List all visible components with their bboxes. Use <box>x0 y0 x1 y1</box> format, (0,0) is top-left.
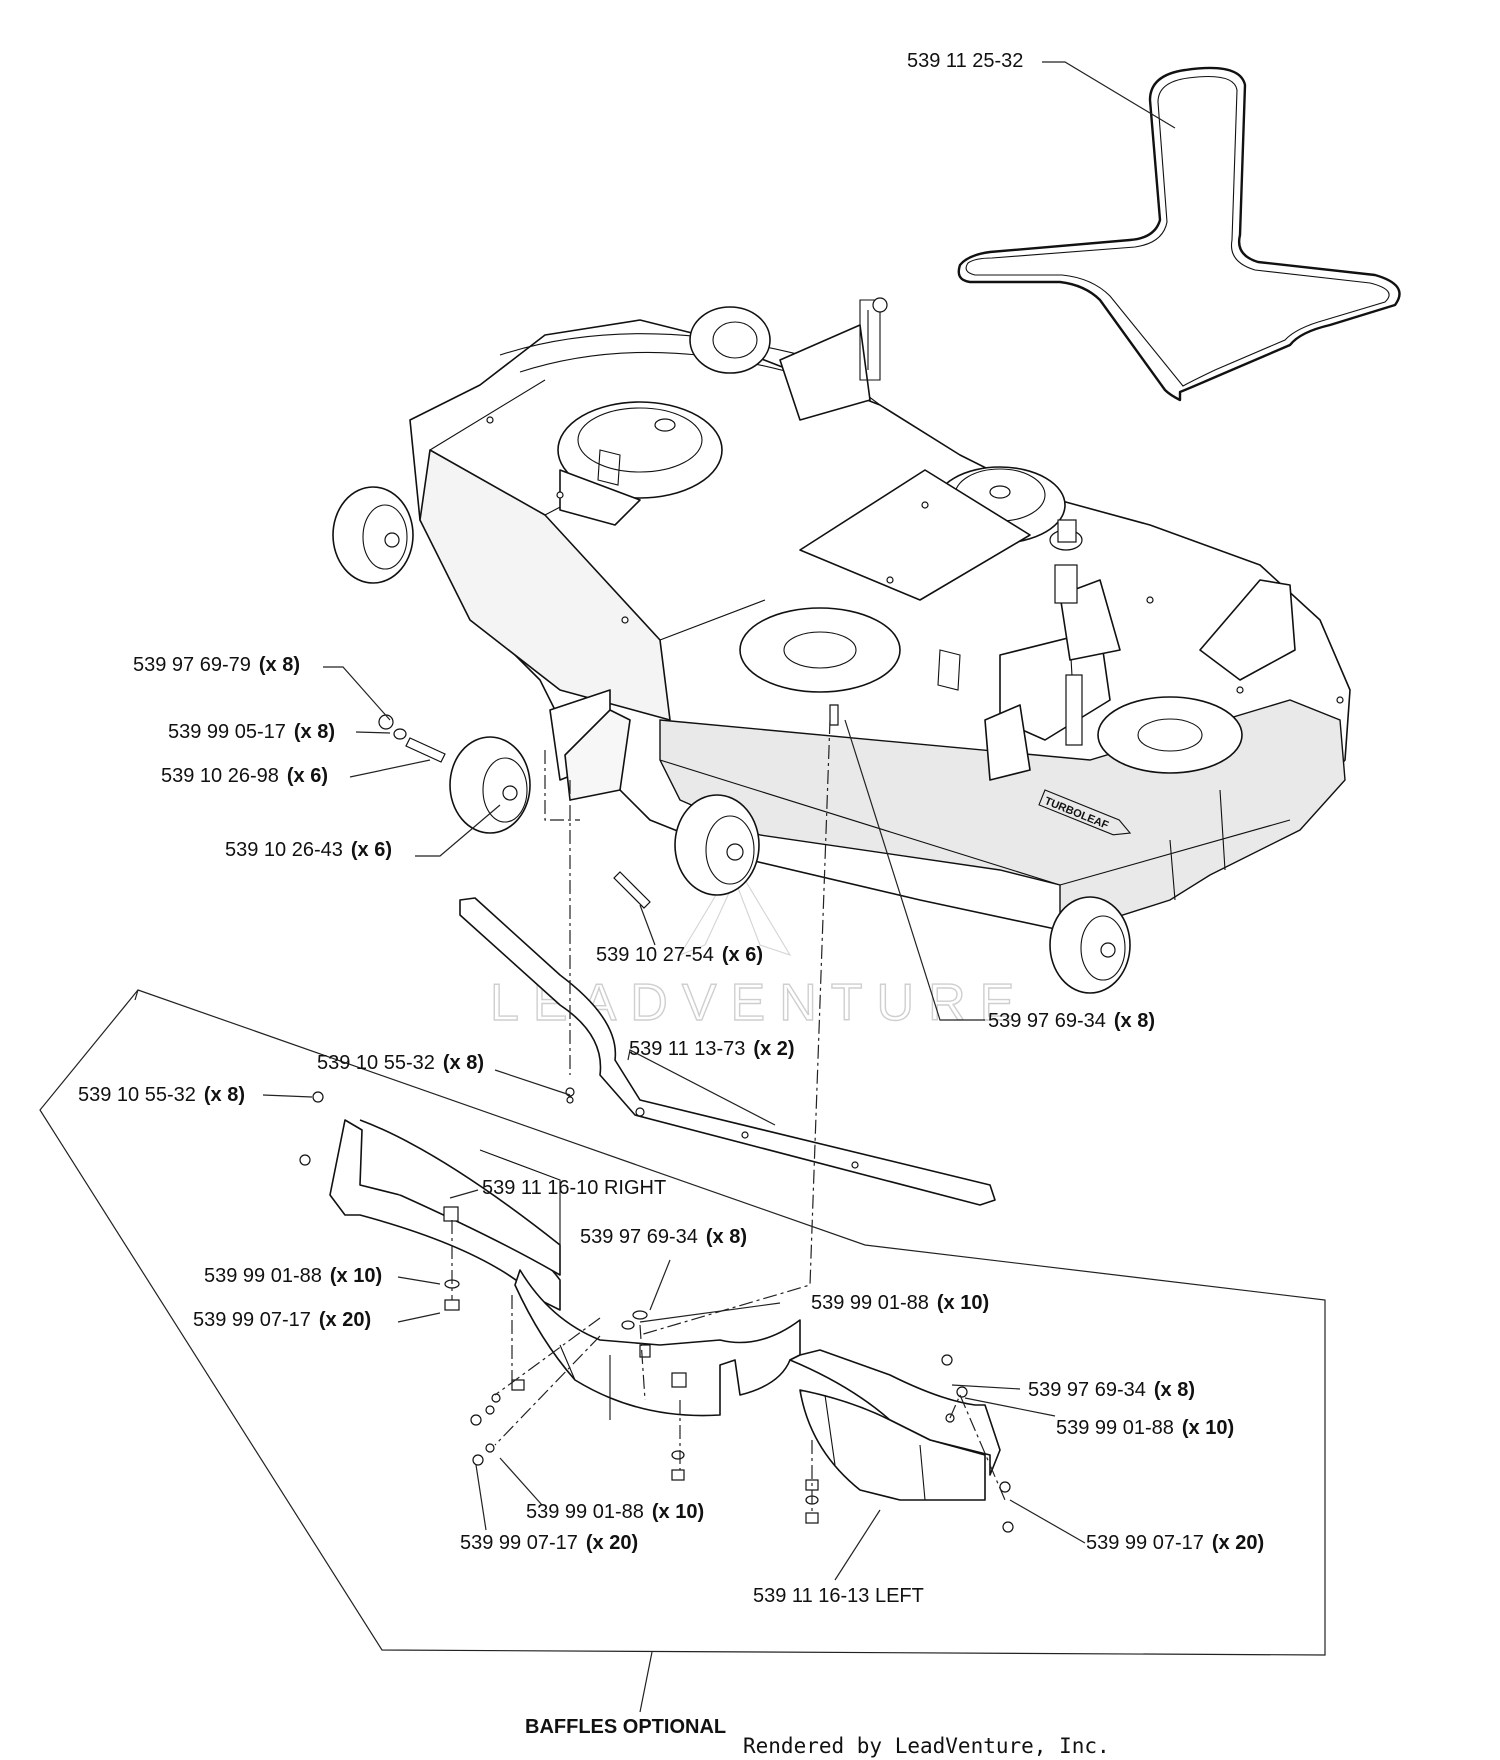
wheel-front-mid <box>674 794 760 896</box>
callout-belt: 539 11 25-32 <box>907 50 1023 72</box>
callout-baffle-right: 539 11 16-10 RIGHT <box>482 1177 666 1199</box>
wheel-bracket <box>564 709 631 801</box>
callout-locknut-bottom: 539 99 07-17(x 20) <box>460 1532 638 1554</box>
deck-bolt-icon <box>829 704 839 726</box>
rendered-by: Rendered by LeadVenture, Inc. <box>743 1734 1110 1758</box>
spacer-icon <box>405 737 446 763</box>
wheel-rear-left <box>332 486 414 584</box>
callout-gauge-wheel: 539 10 26-43(x 6) <box>225 839 392 861</box>
callout-baffle-left: 539 11 16-13 LEFT <box>753 1585 924 1607</box>
callout-bolt-right: 539 10 55-32(x 8) <box>78 1084 245 1106</box>
baffle-middle-part <box>470 1269 801 1481</box>
callout-axle-spacer: 539 10 26-98(x 6) <box>161 765 328 787</box>
callout-washer-front: 539 99 05-17(x 8) <box>168 721 335 743</box>
callout-washer-mid: 539 99 01-88(x 10) <box>811 1292 989 1314</box>
wheel-rear-right <box>689 306 771 374</box>
callout-nut-mid: 539 97 69-34(x 8) <box>580 1226 747 1248</box>
leader-lines <box>262 61 1176 1713</box>
callout-washer-right: 539 99 01-88(x 10) <box>204 1265 382 1287</box>
gauge-wheels <box>332 306 1131 994</box>
mower-deck: TURBOLEAF <box>409 297 1351 936</box>
drive-belt <box>957 66 1401 402</box>
callout-locknut-left: 539 99 07-17(x 20) <box>1086 1532 1264 1554</box>
callout-labels: 539 11 25-32 539 97 69-79(x 8) 539 99 05… <box>78 50 1264 1607</box>
callout-nut-left: 539 97 69-34(x 8) <box>1028 1379 1195 1401</box>
callout-locknut-right: 539 99 07-17(x 20) <box>193 1309 371 1331</box>
baffle-left-part <box>789 1349 1014 1533</box>
callout-washer-left: 539 99 01-88(x 10) <box>1056 1417 1234 1439</box>
bolt-icon <box>613 871 651 909</box>
callout-deck-nut: 539 97 69-34(x 8) <box>988 1010 1155 1032</box>
callout-baffle-strip: 539 11 13-73(x 2) <box>629 1038 795 1060</box>
baffle-strip-part <box>459 897 996 1206</box>
washer-icon <box>393 728 407 740</box>
callout-nut-front: 539 97 69-79(x 8) <box>133 654 300 676</box>
callout-washer-bottom: 539 99 01-88(x 10) <box>526 1501 704 1523</box>
wheel-front-right <box>1049 896 1131 994</box>
callout-wheel-bolt: 539 10 27-54(x 6) <box>596 944 763 966</box>
group-label: BAFFLES OPTIONAL <box>525 1716 726 1738</box>
wheel-front-exploded <box>449 736 531 834</box>
nut-icon <box>378 714 394 730</box>
baffle-right-part <box>299 1091 561 1311</box>
baffle-group-outline <box>39 989 1326 1656</box>
callout-bolt-strip: 539 10 55-32(x 8) <box>317 1052 484 1074</box>
assembly-lines <box>451 719 1006 1515</box>
